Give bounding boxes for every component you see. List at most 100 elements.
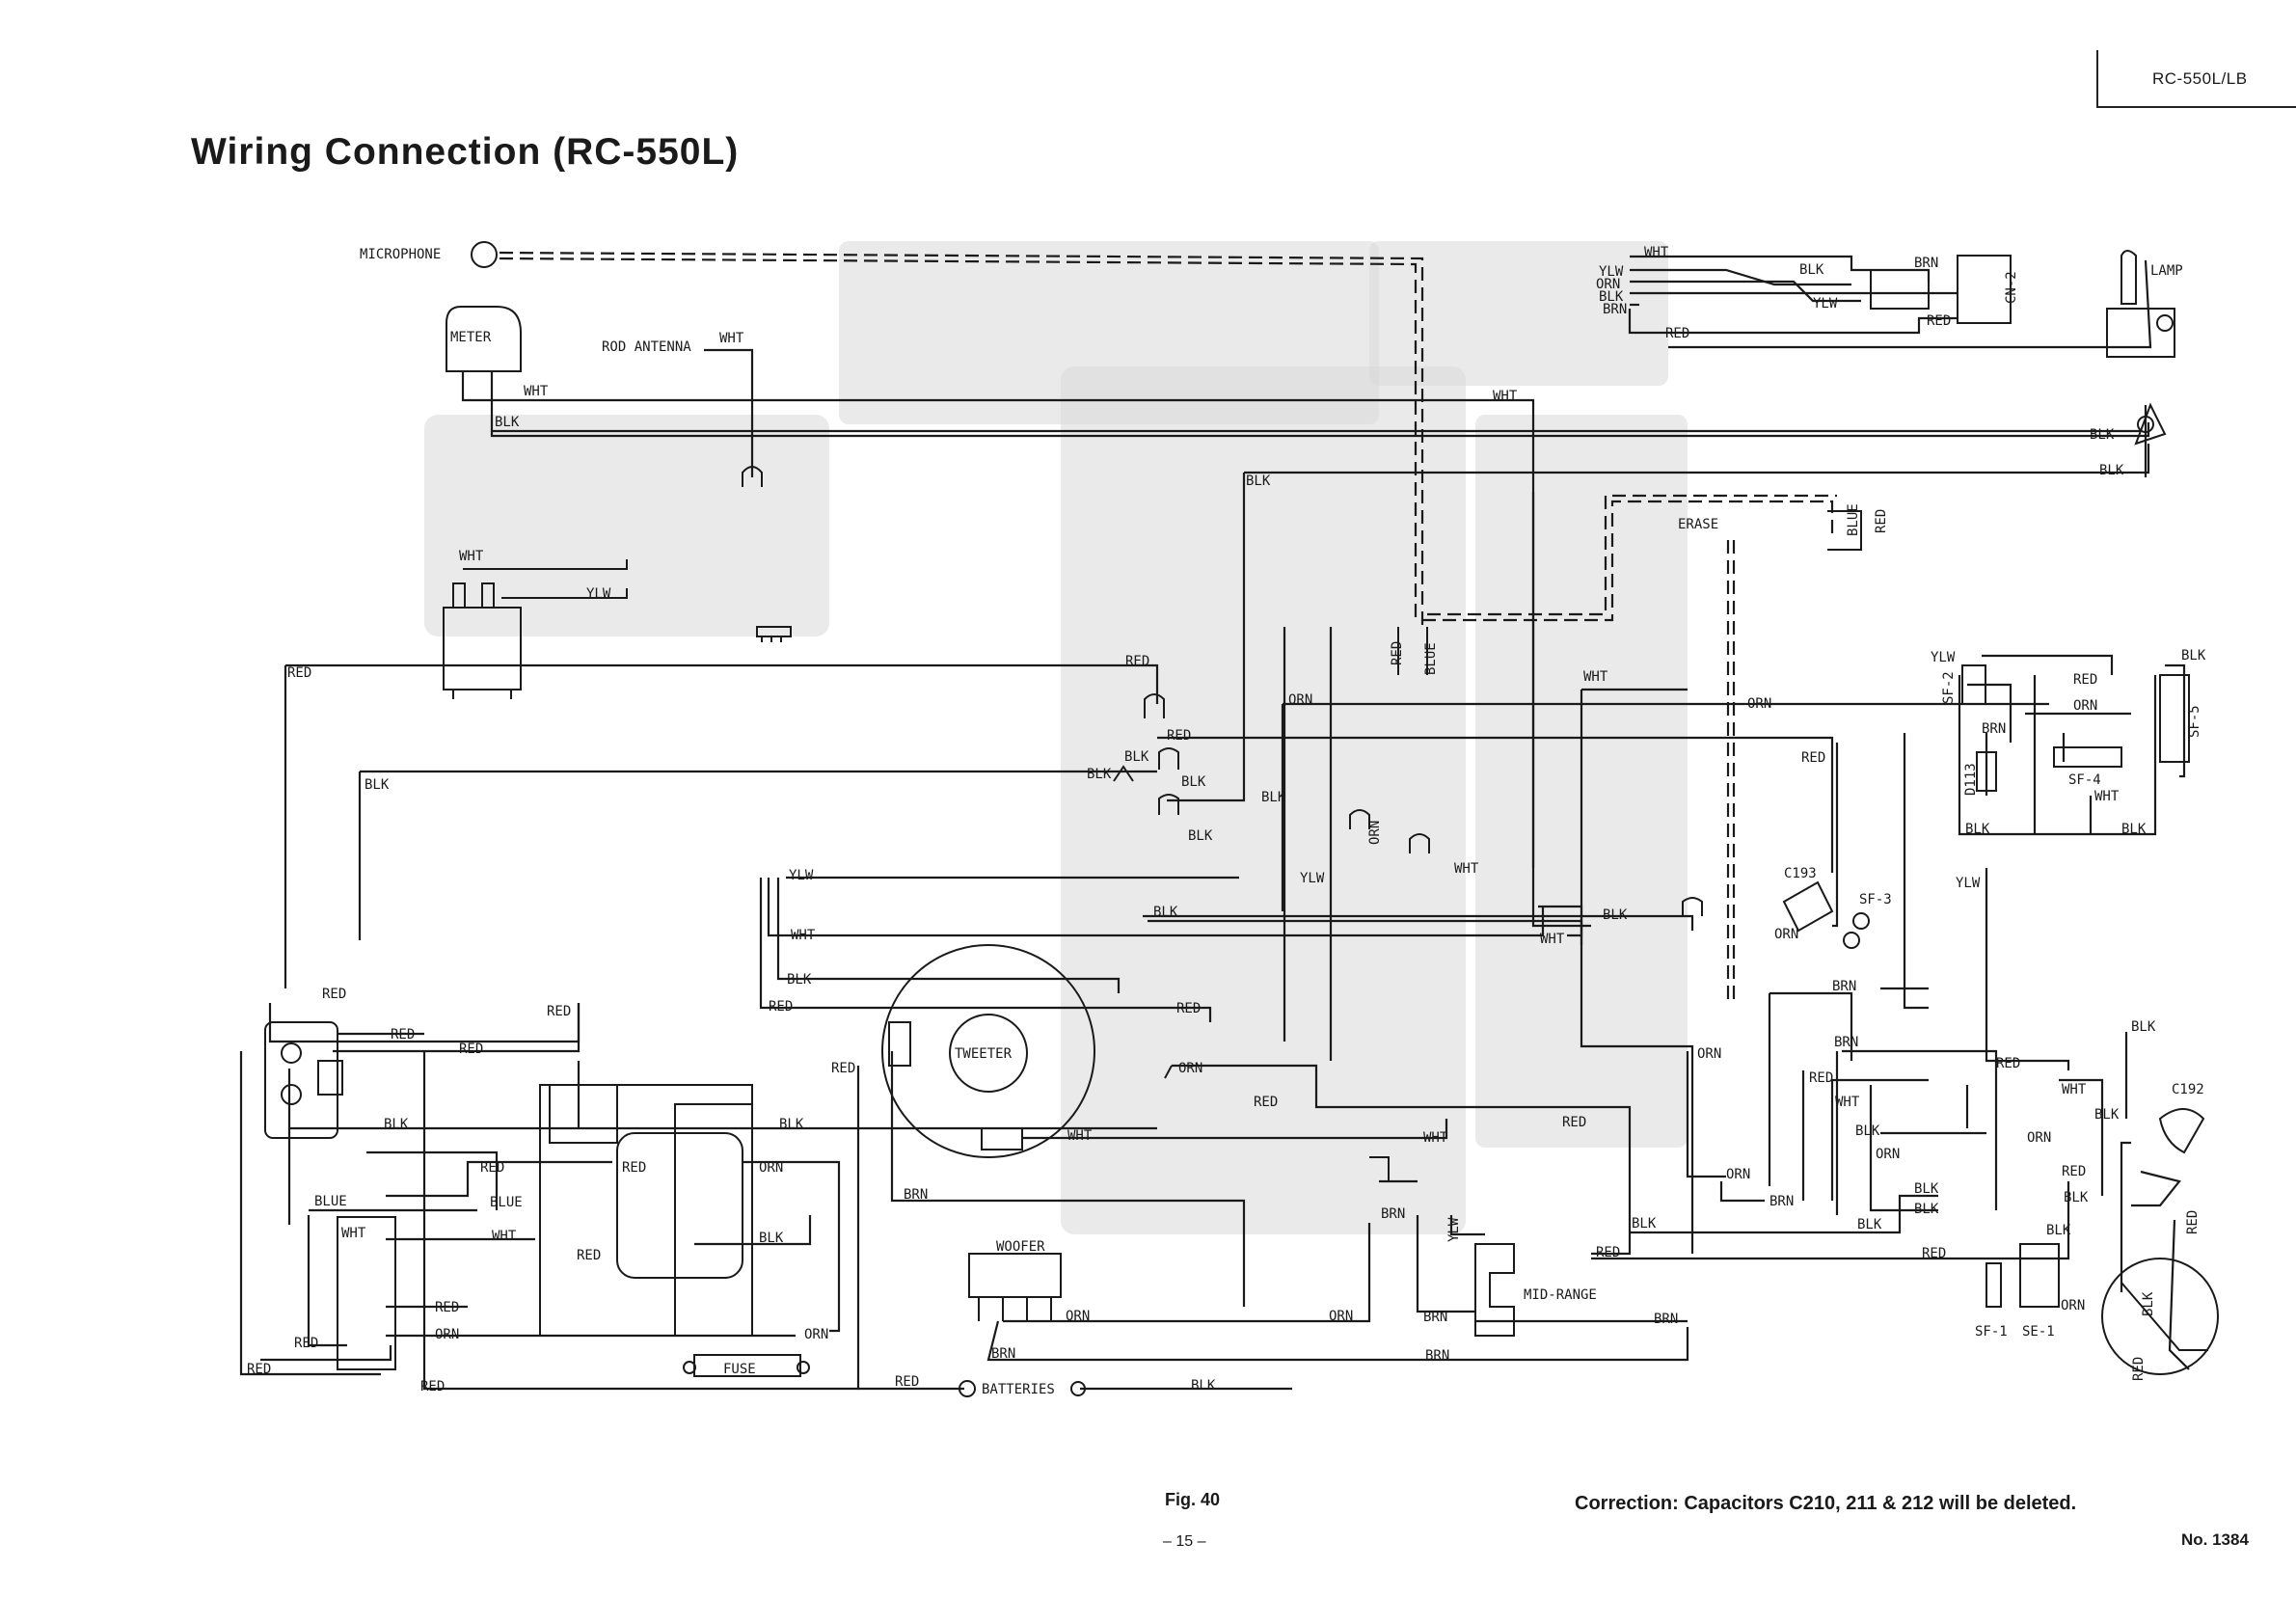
wire-label-red: RED [1562, 1115, 1586, 1130]
wire-label-orn: ORN [1876, 1147, 1900, 1162]
wire-label-orn: ORN [2073, 698, 2097, 714]
wire-label-red: RED [480, 1160, 504, 1176]
wire-label-blue: BLUE [490, 1195, 523, 1210]
sf4-switch-icon [2053, 746, 2122, 768]
wire-label-brn: BRN [1603, 302, 1627, 317]
model-number: RC-550L/LB [2152, 69, 2248, 88]
rod-antenna-connector-icon [742, 466, 763, 487]
wire-label-ylw: YLW [1956, 876, 1981, 891]
d113-label: D113 [1963, 763, 1979, 796]
wire-label-blk: BLK [2099, 463, 2124, 478]
batteries-label: BATTERIES [982, 1382, 1055, 1397]
wire-label-wht: WHT [1540, 932, 1565, 947]
switch-block-icon [337, 1216, 396, 1370]
wire-label-orn: ORN [759, 1160, 783, 1176]
mid-range-icon [1474, 1243, 1515, 1337]
wire-label-brn: BRN [1832, 979, 1856, 994]
wire-label-red: RED [2062, 1164, 2086, 1179]
wire-label-wht: WHT [1583, 669, 1608, 685]
wire-label-brn: BRN [904, 1187, 928, 1203]
wire-label-wht: WHT [1493, 389, 1518, 404]
wire-label-red: RED [2185, 1210, 2201, 1234]
red-blue-connector-icon [1397, 627, 1428, 675]
wire-label-blk: BLK [2090, 427, 2115, 443]
wire-label-blk: BLK [2094, 1107, 2120, 1123]
wire-label-blue: BLUE [1846, 503, 1861, 536]
wire-labels: WHT BLK WHT WHT BLK BLK BLK WHT YLW ORN … [247, 245, 2206, 1394]
wire-label-blk: BLK [2141, 1291, 2156, 1316]
wire-label-orn: ORN [804, 1327, 828, 1342]
document-number: No. 1384 [2181, 1530, 2249, 1549]
wire-label-brn: BRN [1834, 1035, 1858, 1050]
tweeter-label: TWEETER [955, 1046, 1013, 1062]
erase-head-icon [1827, 510, 1862, 551]
wire-label-red: RED [294, 1336, 318, 1351]
component-labels: MICROPHONE METER ROD ANTENNA LAMP CN-2 E… [360, 247, 2204, 1397]
woofer-label: WOOFER [996, 1239, 1045, 1255]
wire-label-blk: BLK [365, 777, 390, 793]
wire-label-red: RED [1665, 326, 1689, 341]
wire-label-red: RED [1927, 313, 1951, 329]
wire-label-blk: BLK [384, 1117, 409, 1132]
wire-label-red: RED [1596, 1245, 1620, 1260]
wire-label-red: RED [1996, 1056, 2020, 1071]
sf2-label: SF-2 [1941, 671, 1957, 704]
wire-label-red: RED [247, 1362, 271, 1377]
wire-label-blk: BLK [1603, 907, 1628, 923]
wire-label-ylw: YLW [586, 586, 611, 602]
sf2-switch-icon [1961, 664, 1986, 705]
wire-label-wht: WHT [719, 331, 744, 346]
wire-label-brn: BRN [1425, 1348, 1449, 1364]
lamp-icon [2120, 250, 2137, 305]
wire-label-red: RED [1254, 1095, 1278, 1110]
woofer-icon [968, 1253, 1062, 1298]
d113-diode-icon [1976, 751, 1997, 792]
wire-label-blk: BLK [1855, 1123, 1880, 1139]
wire-label-brn: BRN [1423, 1310, 1447, 1325]
wire-label-wht: WHT [492, 1229, 517, 1244]
wire-label-ylw: YLW [1813, 296, 1838, 311]
page-title: Wiring Connection (RC-550L) [191, 131, 740, 173]
wire-label-red: RED [1801, 750, 1825, 766]
sf1-label: SF-1 [1975, 1324, 2008, 1340]
wire-label-blk: BLK [1632, 1216, 1657, 1232]
wire-label-blk: BLK [1153, 905, 1178, 920]
wire-label-blk: BLK [779, 1117, 804, 1132]
wire-label-red: RED [1167, 728, 1191, 744]
wire-label-red: RED [547, 1004, 571, 1019]
wire-label-brn: BRN [1982, 721, 2006, 737]
wire-label-blk: BLK [1799, 262, 1824, 278]
wire-label-red: RED [1176, 1001, 1201, 1016]
erase-label: ERASE [1678, 517, 1718, 532]
wire-label-red: RED [1390, 641, 1405, 665]
wire-label-wht: WHT [1835, 1095, 1860, 1110]
sf5-label: SF-5 [2187, 705, 2202, 738]
wire-label-brn: BRN [1381, 1206, 1405, 1222]
wire-label-orn: ORN [435, 1327, 459, 1342]
wire-label-blk: BLK [1191, 1378, 1216, 1394]
meter-label: METER [450, 330, 492, 345]
wire-label-blk: BLK [1857, 1217, 1882, 1232]
wire-label-red: RED [1125, 654, 1149, 669]
wire-label-red: RED [1874, 509, 1889, 533]
wire-label-orn: ORN [2027, 1130, 2051, 1146]
wire-label-ylw: YLW [1931, 650, 1956, 665]
wire-label-red: RED [435, 1300, 459, 1315]
wire-label-red: RED [420, 1379, 445, 1394]
wire-label-wht: WHT [1423, 1130, 1448, 1146]
wire-label-wht: WHT [1644, 245, 1669, 260]
wire-label-orn: ORN [1288, 692, 1312, 708]
wire-label-wht: WHT [791, 928, 816, 943]
wire-label-red: RED [391, 1027, 415, 1042]
pcb-background [424, 241, 1688, 1234]
wire-label-blk: BLK [2131, 1019, 2156, 1035]
wire-label-blk: BLK [1181, 774, 1206, 790]
wire-label-ylw: YLW [1599, 264, 1624, 280]
wire-label-blk: BLK [2121, 822, 2147, 837]
wire-label-blk: BLK [1599, 289, 1624, 305]
wire-label-orn: ORN [1726, 1167, 1750, 1182]
wire-label-red: RED [769, 999, 793, 1015]
transformer-icon [539, 1084, 753, 1337]
jack-module-icon [264, 1021, 338, 1139]
